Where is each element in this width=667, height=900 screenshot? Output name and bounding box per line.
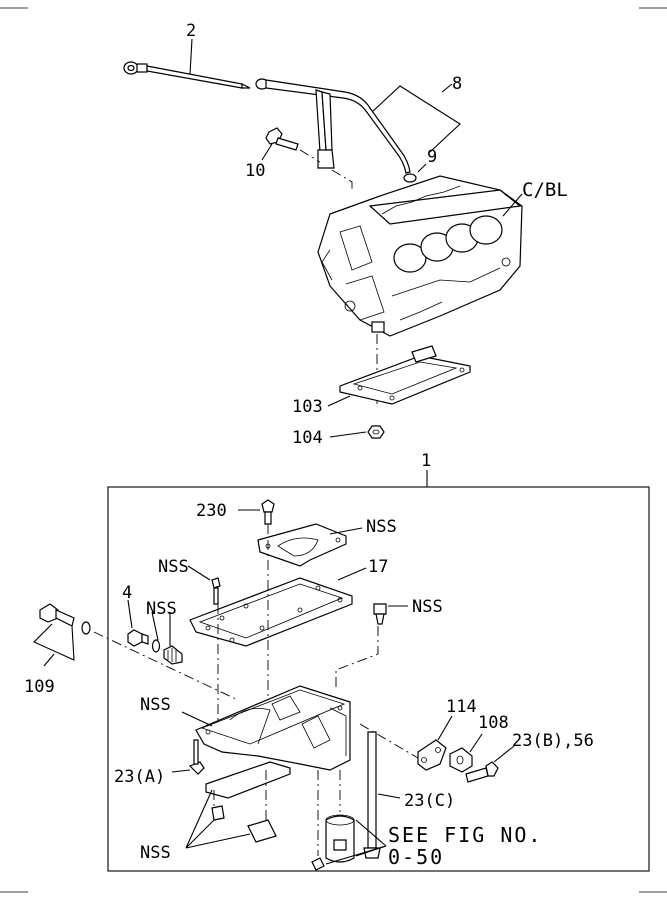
bolt-23b[interactable]	[465, 761, 499, 783]
oil-pan[interactable]	[195, 685, 351, 771]
crop-marks	[0, 7, 667, 893]
upper-gasket[interactable]	[257, 523, 347, 567]
dipstick[interactable]	[123, 61, 251, 89]
bolt-10[interactable]	[265, 127, 299, 151]
label-part-2: 2	[186, 21, 196, 41]
label-part-17: 17	[368, 557, 388, 577]
label-part-109: 109	[24, 677, 55, 697]
label-nss-plug: NSS	[146, 599, 177, 619]
plug-nss[interactable]	[163, 645, 183, 665]
label-nss-upper-gasket: NSS	[366, 517, 397, 537]
label-part-1: 1	[421, 451, 431, 471]
label-see-fig-line1: SEE FIG NO.	[388, 823, 542, 847]
dipstick-tube[interactable]	[255, 78, 411, 174]
baffle-plate[interactable]	[339, 345, 471, 405]
label-part-230: 230	[196, 501, 227, 521]
o-ring[interactable]	[403, 173, 417, 183]
bolt-23c[interactable]	[363, 731, 381, 859]
label-part-108: 108	[478, 713, 509, 733]
label-part-4: 4	[122, 583, 132, 603]
label-part-23c: 23(C)	[404, 791, 455, 811]
adapter-109[interactable]	[39, 603, 91, 635]
cylinder-block[interactable]	[317, 175, 523, 337]
bolt-230[interactable]	[261, 499, 275, 525]
bolt-23a[interactable]	[188, 739, 205, 775]
washer-nss[interactable]	[151, 639, 161, 653]
oil-pan-gasket[interactable]	[189, 577, 353, 647]
label-see-fig-line2: 0-50	[388, 845, 444, 869]
label-part-10: 10	[245, 161, 265, 181]
label-nss-oil-pan: NSS	[140, 695, 171, 715]
oil-pan-assembly-frame	[107, 486, 650, 872]
oil-filter[interactable]	[311, 814, 355, 871]
label-nss-sensor: NSS	[412, 597, 443, 617]
oil-level-sensor[interactable]	[373, 603, 387, 625]
label-part-104: 104	[292, 428, 323, 448]
label-part-9: 9	[427, 147, 437, 167]
label-cylinder-block: C/BL	[522, 179, 568, 201]
stud-bolt[interactable]	[211, 577, 221, 605]
gasket-114[interactable]	[417, 739, 447, 771]
nut-104[interactable]	[367, 425, 385, 439]
fitting-108[interactable]	[449, 747, 473, 773]
label-part-23b: 23(B),56	[512, 731, 594, 751]
drain-plug-4[interactable]	[127, 629, 149, 647]
lower-cover-plate[interactable]	[205, 761, 291, 843]
label-part-103: 103	[292, 397, 323, 417]
label-part-114: 114	[446, 697, 477, 717]
label-part-23a: 23(A)	[114, 767, 165, 787]
label-part-8: 8	[452, 74, 462, 94]
label-nss-stud: NSS	[158, 557, 189, 577]
label-nss-bottom: NSS	[140, 843, 171, 863]
